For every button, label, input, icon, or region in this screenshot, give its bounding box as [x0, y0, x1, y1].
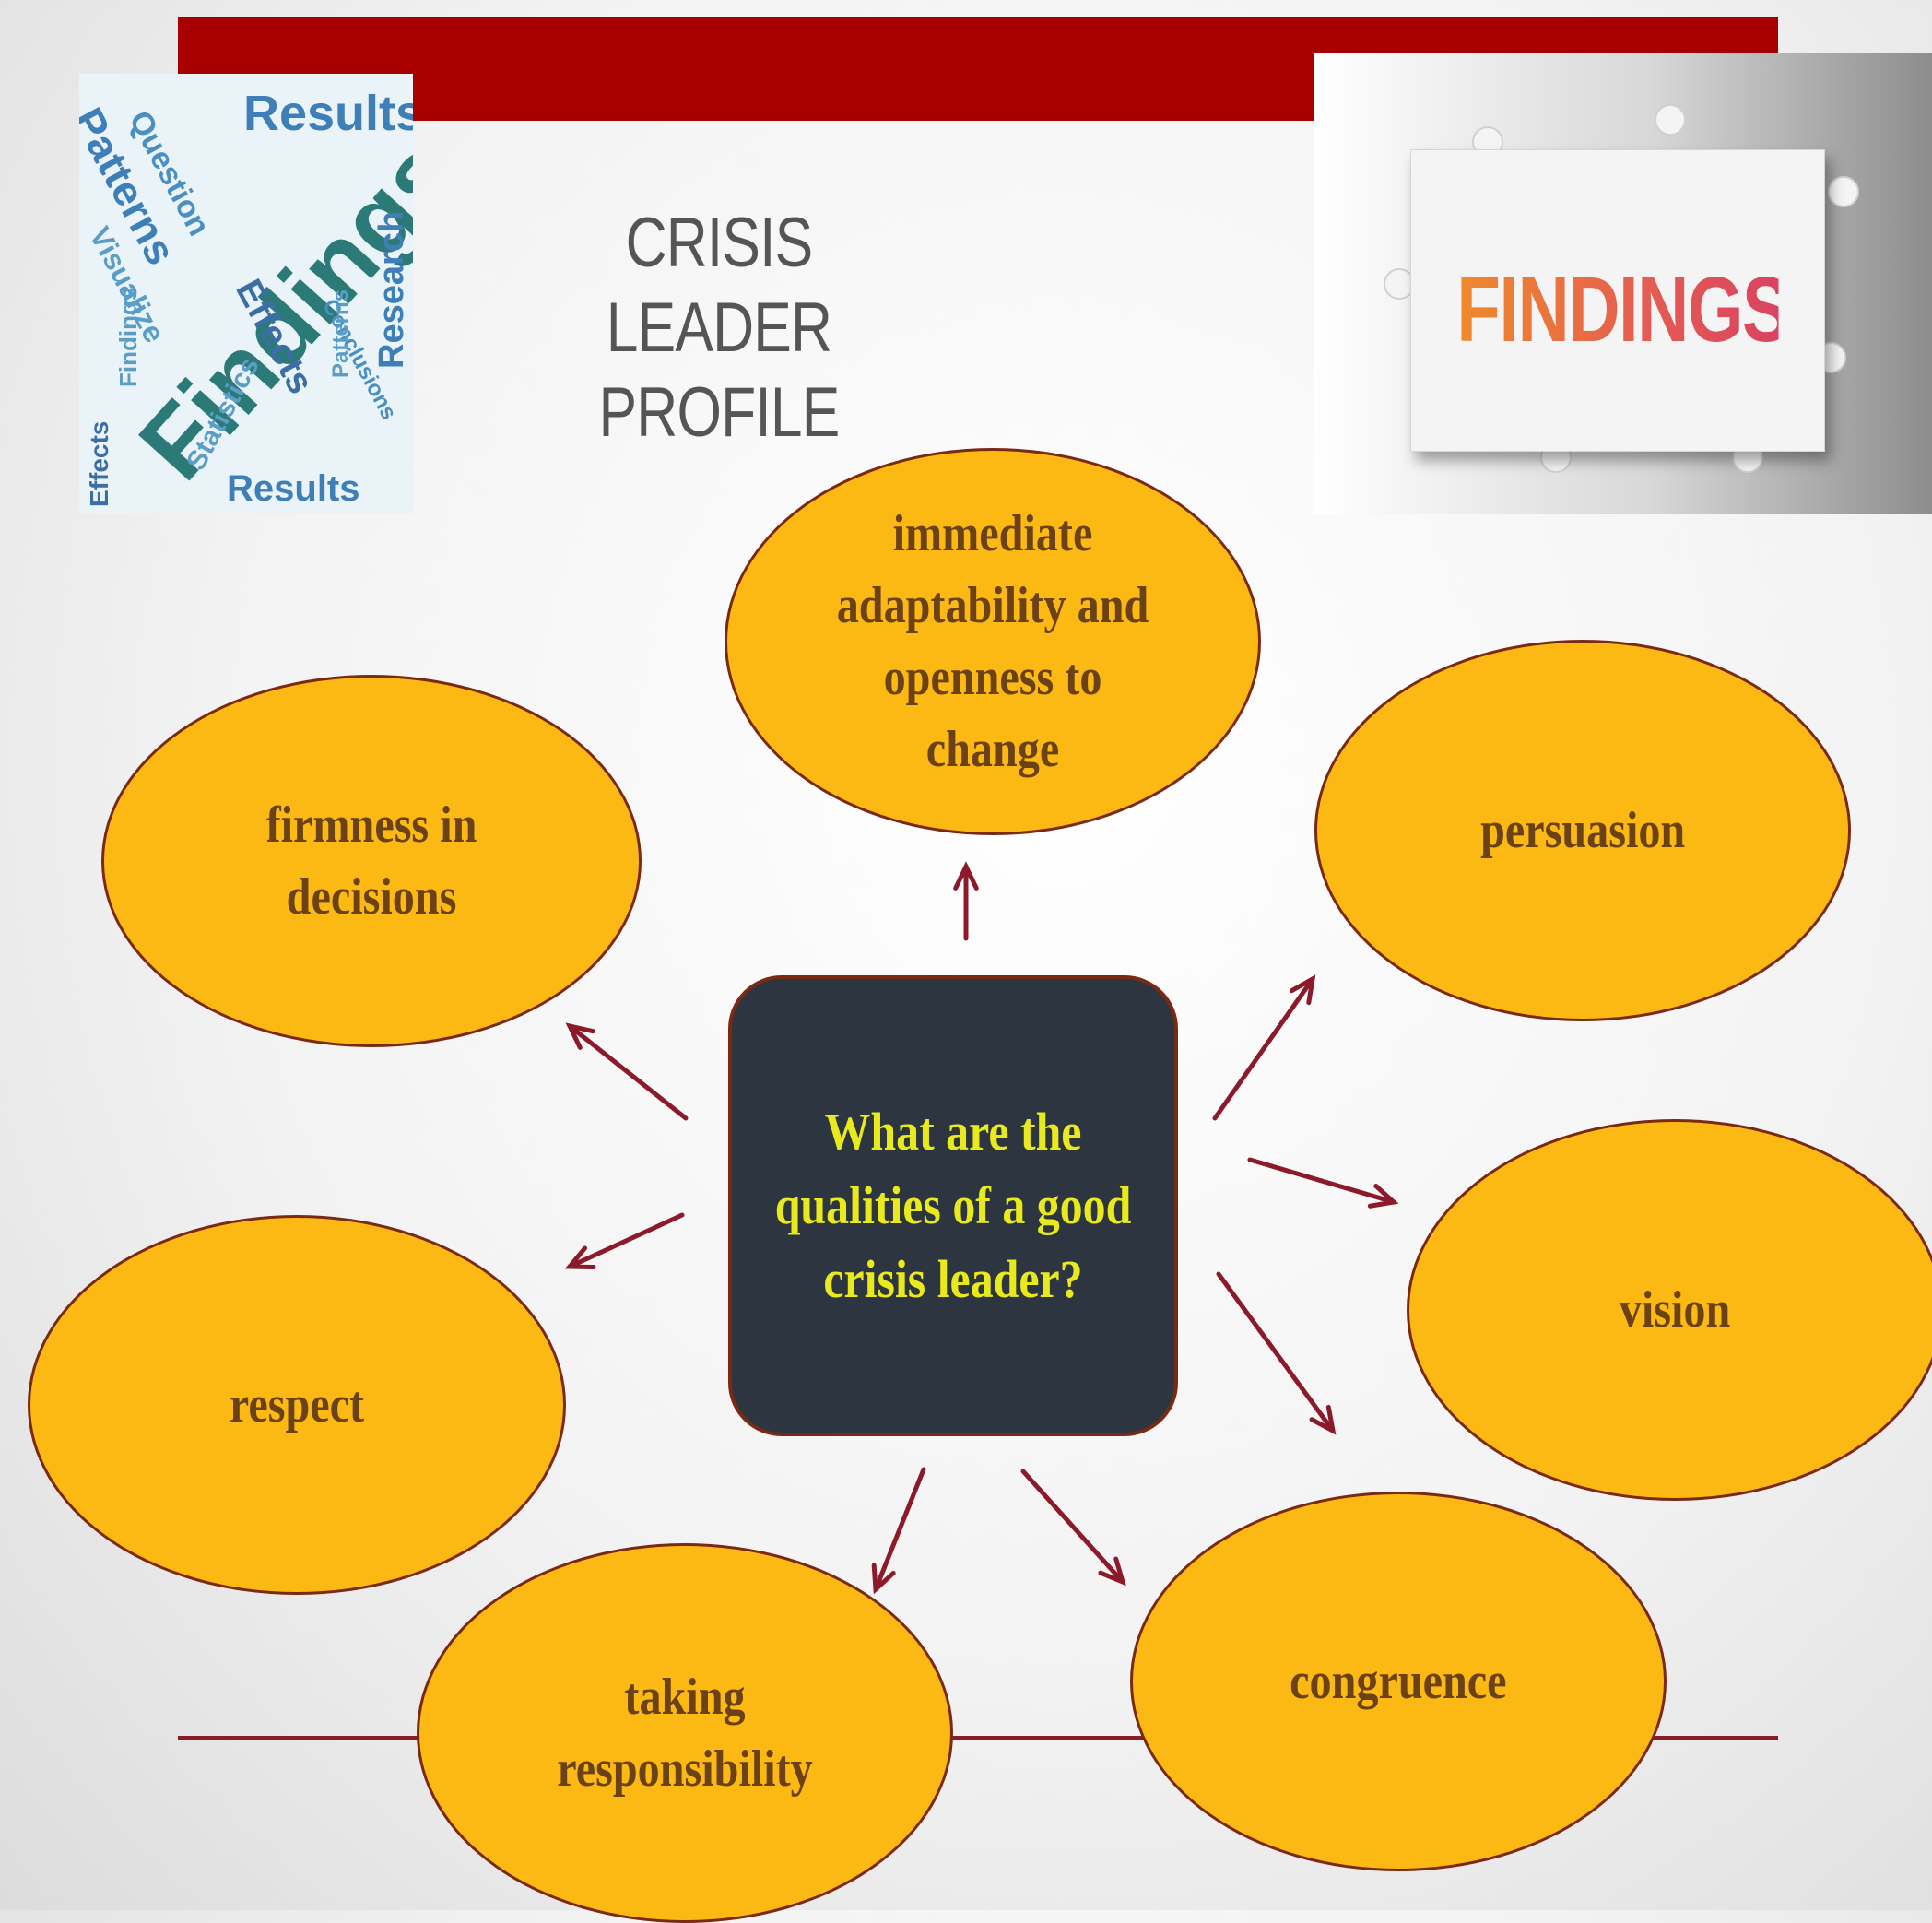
arrow-head-icon [953, 861, 979, 891]
arrow-head-icon [1098, 1556, 1126, 1587]
arrow-line [1216, 1271, 1336, 1433]
quality-label-adaptability: immediate adaptability and openness to c… [836, 505, 1149, 778]
central-question: What are the qualities of a good crisis … [774, 1102, 1132, 1309]
findings-word-cloud-image: Results Patterns Question Visualize Find… [79, 74, 413, 514]
quality-label-respect: respect [229, 1376, 365, 1433]
arrow-line [567, 1023, 689, 1121]
arrow-head-icon [1289, 974, 1316, 1006]
arrow-head-icon [564, 1245, 596, 1270]
arrow-line [567, 1212, 685, 1269]
arrow-line [873, 1467, 926, 1592]
arrow-line [1020, 1469, 1125, 1585]
quality-oval-respect: respect [28, 1215, 566, 1595]
arrow-head-icon [565, 1022, 595, 1050]
puzzle-board: FINDINGS [1410, 149, 1825, 452]
word-cloud-word: Results [243, 86, 413, 141]
quality-oval-firmness: firmness in decisions [101, 675, 642, 1047]
quality-oval-adaptability: immediate adaptability and openness to c… [724, 448, 1261, 835]
quality-label-firmness: firmness in decisions [265, 796, 477, 926]
arrow-head-icon [871, 1563, 896, 1595]
quality-oval-responsibility: taking responsibility [417, 1543, 953, 1923]
central-question-box: What are the qualities of a good crisis … [728, 975, 1178, 1436]
quality-label-responsibility: taking responsibility [557, 1669, 813, 1798]
arrow-head-icon [1367, 1184, 1399, 1209]
slide-title: CRISIS LEADER PROFILE [598, 204, 841, 452]
quality-oval-vision: vision [1407, 1119, 1932, 1501]
arrow-head-icon [1309, 1404, 1337, 1435]
findings-puzzle-image: FINDINGS [1314, 53, 1932, 514]
quality-oval-persuasion: persuasion [1314, 640, 1851, 1021]
quality-label-persuasion: persuasion [1479, 802, 1686, 859]
findings-puzzle-word: FINDINGS [1456, 258, 1790, 361]
quality-label-congruence: congruence [1290, 1653, 1507, 1710]
arrow-line [1212, 976, 1315, 1121]
quality-oval-congruence: congruence [1130, 1492, 1667, 1871]
arrow-line [1247, 1157, 1396, 1205]
quality-label-vision: vision [1619, 1281, 1731, 1339]
word-cloud-word: Results [227, 468, 360, 509]
